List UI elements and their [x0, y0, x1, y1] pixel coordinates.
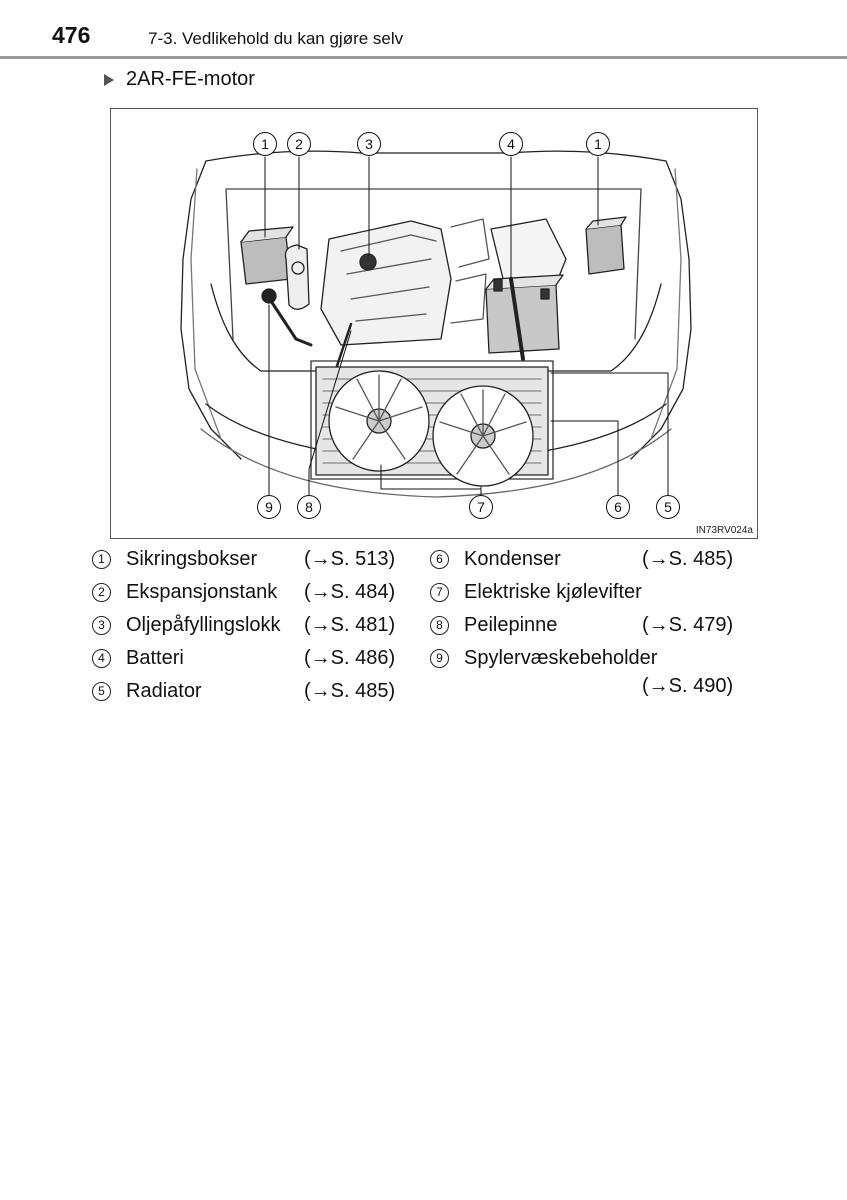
legend-number: 4: [92, 649, 111, 668]
legend-label: Oljepåfyllingslokk: [126, 614, 281, 636]
condenser: [310, 360, 554, 480]
expansion-tank: [284, 244, 310, 310]
engine-bay-figure: IN73RV024a: [110, 108, 758, 539]
battery-hold-rod: [509, 277, 525, 361]
legend-page-ref: (→S. 486): [304, 647, 396, 669]
engine-bay-illustration: [180, 150, 692, 498]
section-title: 7-3. Vedlikehold du kan gjøre selv: [148, 29, 404, 48]
callout-3: 3: [357, 132, 381, 156]
fuse-box-right: [585, 224, 625, 275]
legend-label: Ekspansjonstank: [126, 581, 278, 603]
callout-2: 2: [287, 132, 311, 156]
oil-filler-cap: [359, 253, 377, 271]
callout-8: 8: [297, 495, 321, 519]
expansion-tank-cap: [291, 261, 305, 275]
intake-pipes: [450, 218, 490, 324]
leader-6: [550, 420, 619, 496]
washer-filler-neck: [269, 299, 313, 347]
legend-number: 7: [430, 583, 449, 602]
legend-label: Spylervæskebeholder: [464, 647, 658, 669]
leader-5: [550, 372, 669, 496]
callout-1: 1: [253, 132, 277, 156]
legend-page-ref: (→S. 479): [642, 614, 734, 636]
fuse-box-left: [240, 236, 292, 285]
callout-1b: 1: [586, 132, 610, 156]
battery: [485, 284, 560, 354]
subheading-text: 2AR-FE-motor: [126, 68, 255, 90]
leader-7: [380, 464, 482, 496]
legend-page-ref: (→S. 481): [304, 614, 396, 636]
legend-page-ref: (→S. 513): [304, 548, 396, 570]
subheading: 2AR-FE-motor: [104, 68, 255, 91]
callout-9: 9: [257, 495, 281, 519]
callout-4: 4: [499, 132, 523, 156]
legend-label: Elektriske kjølevifter: [464, 581, 642, 603]
engine-block: [320, 220, 452, 346]
callout-7: 7: [469, 495, 493, 519]
fuse-box-right-lid: [585, 216, 627, 230]
bay-frame: [225, 188, 642, 340]
legend-number: 9: [430, 649, 449, 668]
triangle-bullet-icon: [104, 73, 114, 86]
radiator-fins: [322, 378, 542, 464]
washer-cap: [261, 288, 277, 304]
legend-number: 1: [92, 550, 111, 569]
fan-blades-right: [439, 389, 527, 475]
battery-terminal-negative: [493, 278, 503, 292]
legend-number: 3: [92, 616, 111, 635]
page-number: 476: [52, 22, 91, 48]
legend-page-ref: (→S. 490): [642, 675, 734, 697]
leader-lines: [264, 156, 669, 496]
legend-number: 6: [430, 550, 449, 569]
fender-inner: [190, 168, 682, 440]
bumper-bottom: [200, 428, 672, 498]
battery-top: [485, 274, 564, 290]
legend-number: 5: [92, 682, 111, 701]
left-fender: [180, 160, 242, 460]
legend-number: 2: [92, 583, 111, 602]
legend-label: Radiator: [126, 680, 202, 702]
legend-label: Peilepinne: [464, 614, 558, 636]
legend-label: Kondenser: [464, 548, 561, 570]
callout-6: 6: [606, 495, 630, 519]
header-divider: [0, 56, 847, 59]
legend-label: Sikringsbokser: [126, 548, 258, 570]
legend-number: 8: [430, 616, 449, 635]
legend-page-ref: (→S. 484): [304, 581, 396, 603]
legend-page-ref: (→S. 485): [642, 548, 734, 570]
right-fender: [630, 160, 692, 460]
callout-5: 5: [656, 495, 680, 519]
legend-page-ref: (→S. 485): [304, 680, 396, 702]
figure-code: IN73RV024a: [695, 525, 753, 536]
engine-detail: [340, 234, 437, 322]
battery-terminal-positive: [540, 288, 550, 300]
legend-label: Batteri: [126, 647, 184, 669]
leader-8: [308, 330, 352, 496]
fuse-box-left-lid: [240, 226, 294, 243]
fan-blades-left: [335, 374, 423, 460]
